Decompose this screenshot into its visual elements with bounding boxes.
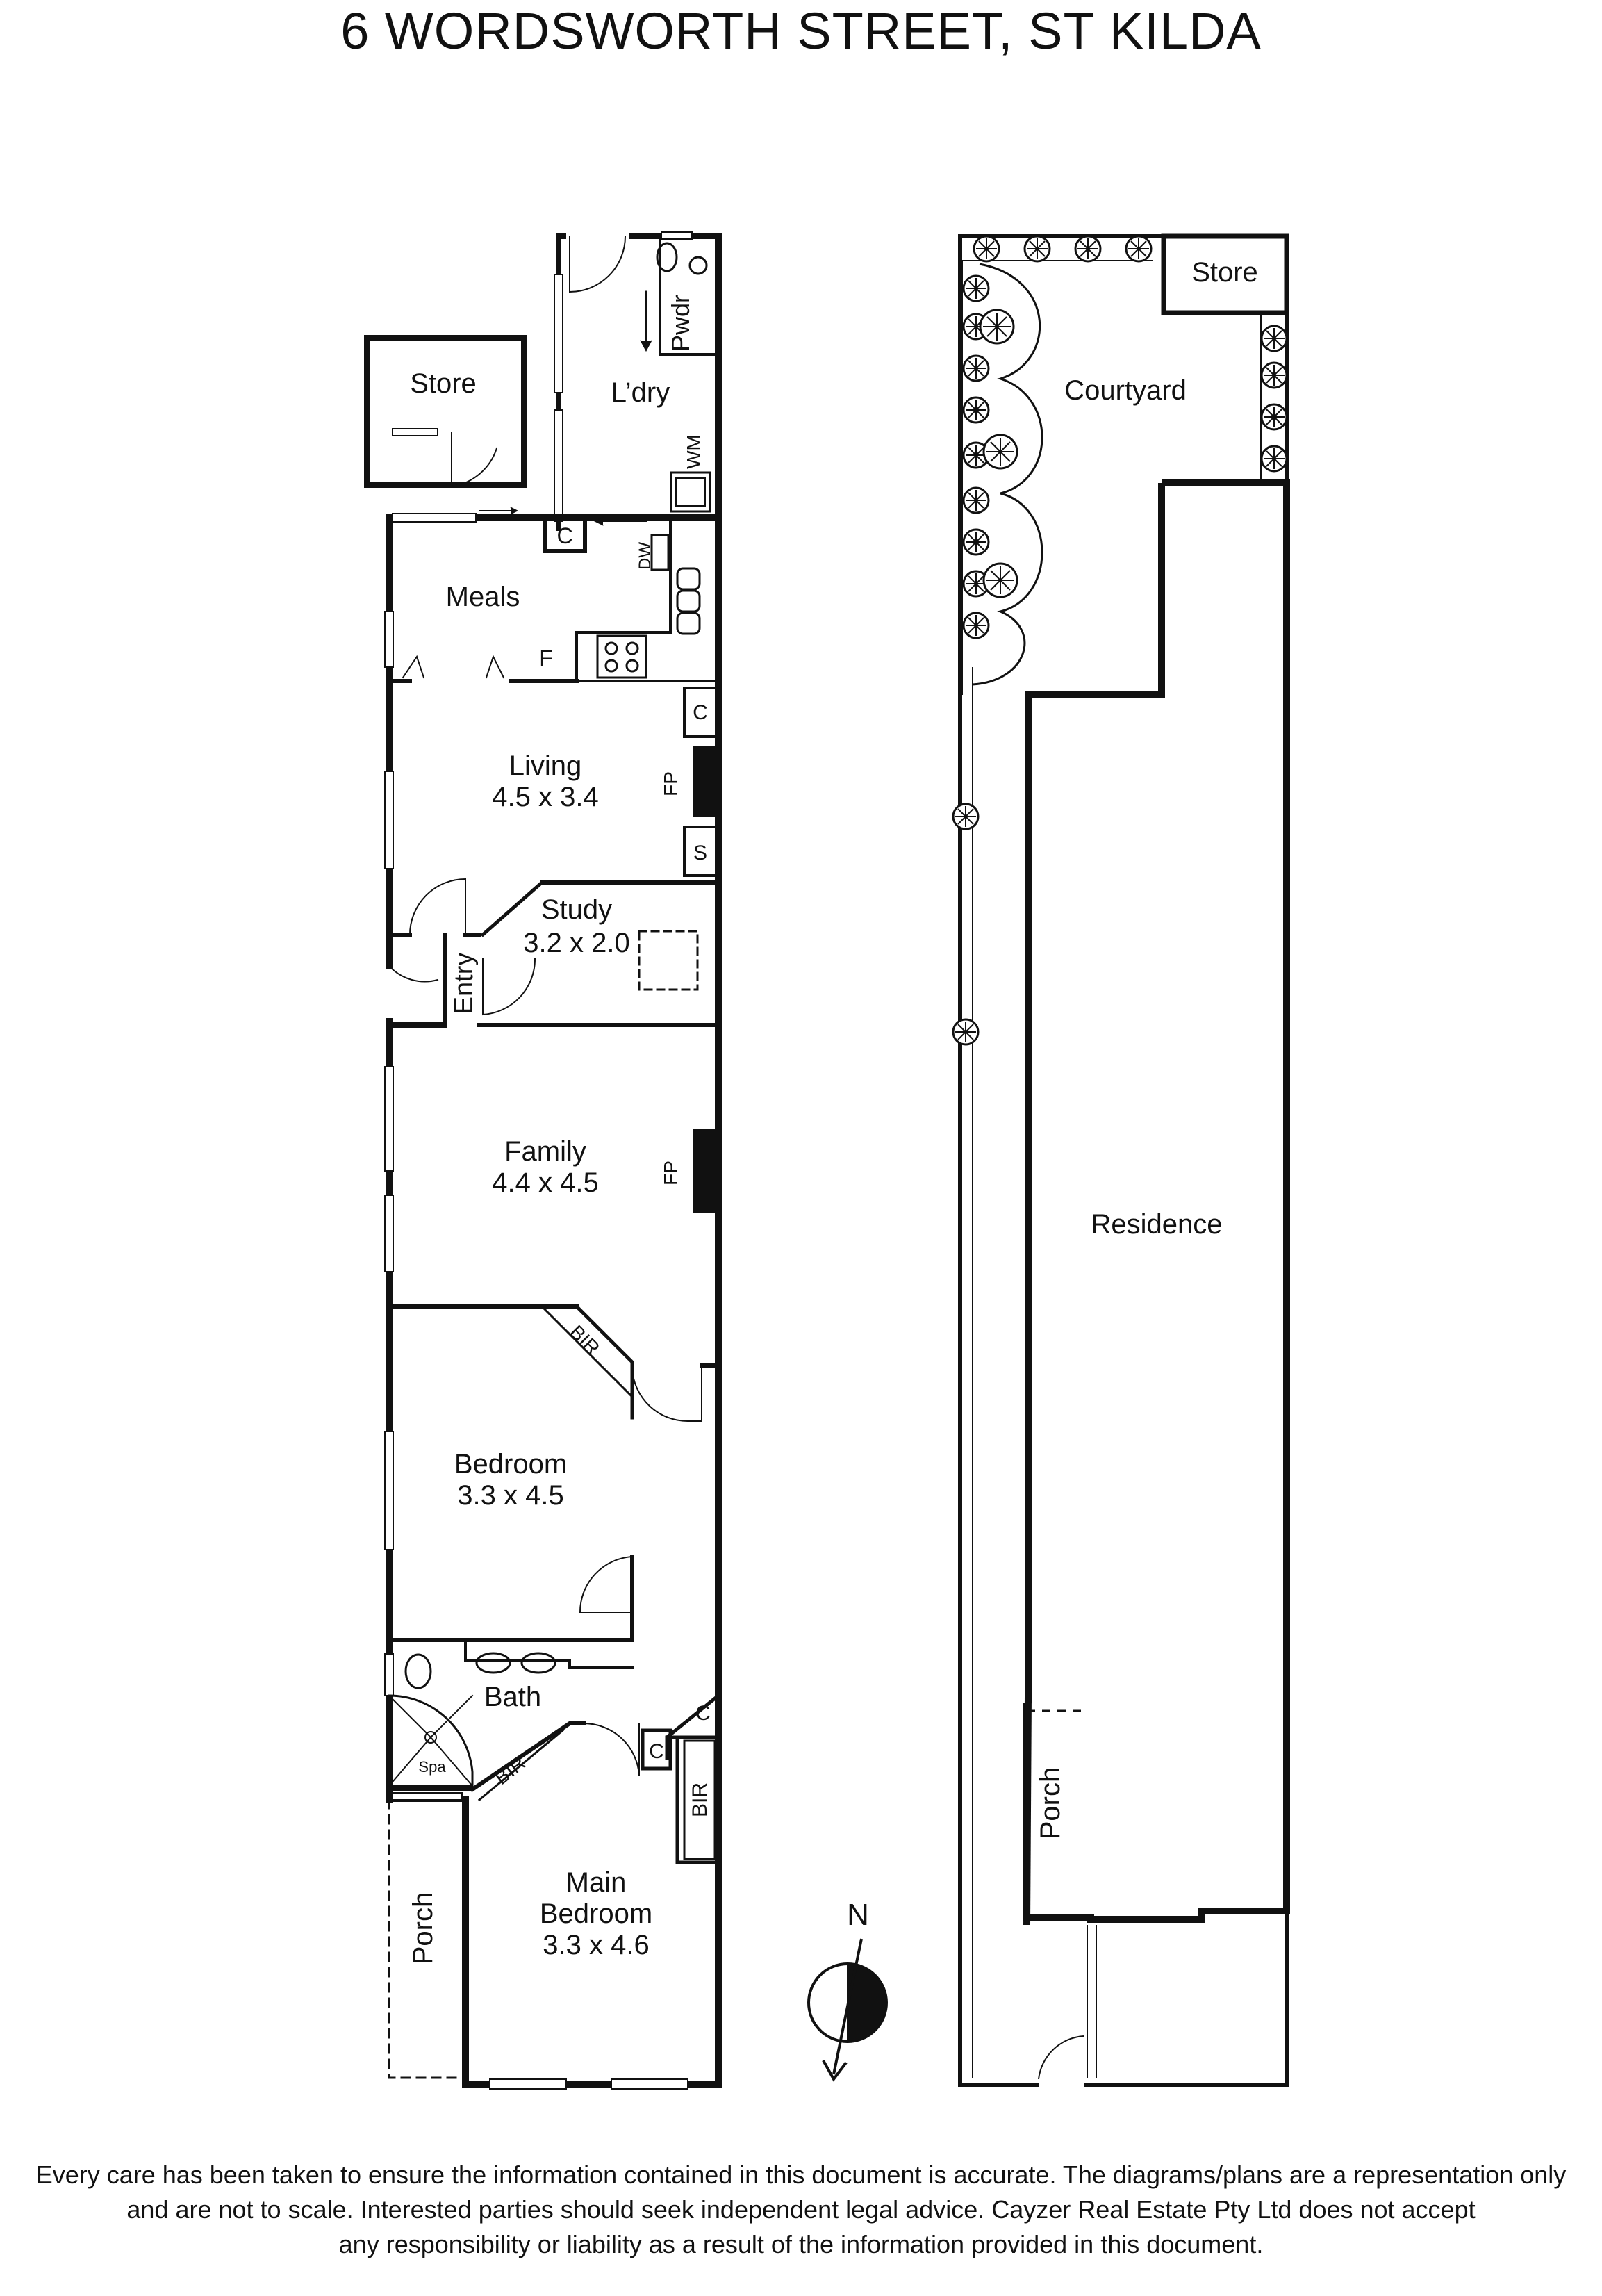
label-residence: Residence <box>1091 1209 1222 1240</box>
label-main-bedroom-dims: 3.3 x 4.6 <box>543 1930 649 1960</box>
label-bedroom: Bedroom <box>454 1449 567 1479</box>
label-dw: DW <box>636 542 654 570</box>
label-powder: Pwdr <box>666 295 695 352</box>
label-bath: Bath <box>484 1682 541 1712</box>
label-study: Study <box>541 894 612 925</box>
room-labels: Store L’dry Pwdr WM DW C Meals F Living … <box>408 257 1258 1965</box>
compass-icon <box>807 1938 888 2082</box>
label-spa: Spa <box>418 1758 446 1776</box>
site-plan <box>958 233 1290 2088</box>
label-compass-north: N <box>847 1898 869 1932</box>
label-living-cupboard: C <box>693 701 708 724</box>
label-living-shelf: S <box>693 842 707 864</box>
label-laundry: L’dry <box>611 377 670 408</box>
label-meals: Meals <box>446 582 520 612</box>
label-family-dims: 4.4 x 4.5 <box>492 1167 598 1198</box>
label-entry: Entry <box>449 953 479 1015</box>
label-main-bir-side: BIR <box>688 1782 711 1817</box>
label-main-bir: BIR <box>490 1752 529 1789</box>
label-courtyard: Courtyard <box>1064 375 1187 406</box>
garden-shrubs <box>952 235 1288 1046</box>
house-floor-plan <box>364 231 722 2090</box>
label-family: Family <box>504 1136 586 1167</box>
label-kitchen-cupboard: C <box>556 523 572 548</box>
label-bedroom-dims: 3.3 x 4.5 <box>457 1480 563 1511</box>
label-study-dims: 3.2 x 2.0 <box>523 928 629 958</box>
label-living: Living <box>509 751 582 781</box>
disclaimer-line-2: and are not to scale. Interested parties… <box>126 2195 1476 2224</box>
outbuilding-store <box>364 335 527 488</box>
label-main-bedroom-1: Main <box>566 1867 627 1898</box>
label-family-fireplace: FP <box>660 1161 682 1186</box>
label-main-bedroom-2: Bedroom <box>540 1899 652 1929</box>
disclaimer-line-3: any responsibility or liability as a res… <box>338 2230 1264 2258</box>
disclaimer-line-1: Every care has been taken to ensure the … <box>35 2160 1567 2189</box>
label-porch: Porch <box>408 1892 438 1965</box>
label-main-cupboard-1: C <box>695 1702 711 1725</box>
label-site-store: Store <box>1191 257 1258 288</box>
label-outbuilding-store: Store <box>410 368 477 399</box>
label-wm: WM <box>683 434 704 469</box>
page-title: 6 WORDSWORTH STREET, ST KILDA <box>340 2 1262 60</box>
label-living-dims: 4.5 x 3.4 <box>492 782 598 812</box>
label-living-fireplace: FP <box>660 771 682 796</box>
label-site-porch: Porch <box>1035 1767 1066 1840</box>
label-fridge: F <box>539 646 553 671</box>
label-main-cupboard-2: C <box>649 1740 664 1763</box>
disclaimer: Every care has been taken to ensure the … <box>0 2158 1602 2262</box>
